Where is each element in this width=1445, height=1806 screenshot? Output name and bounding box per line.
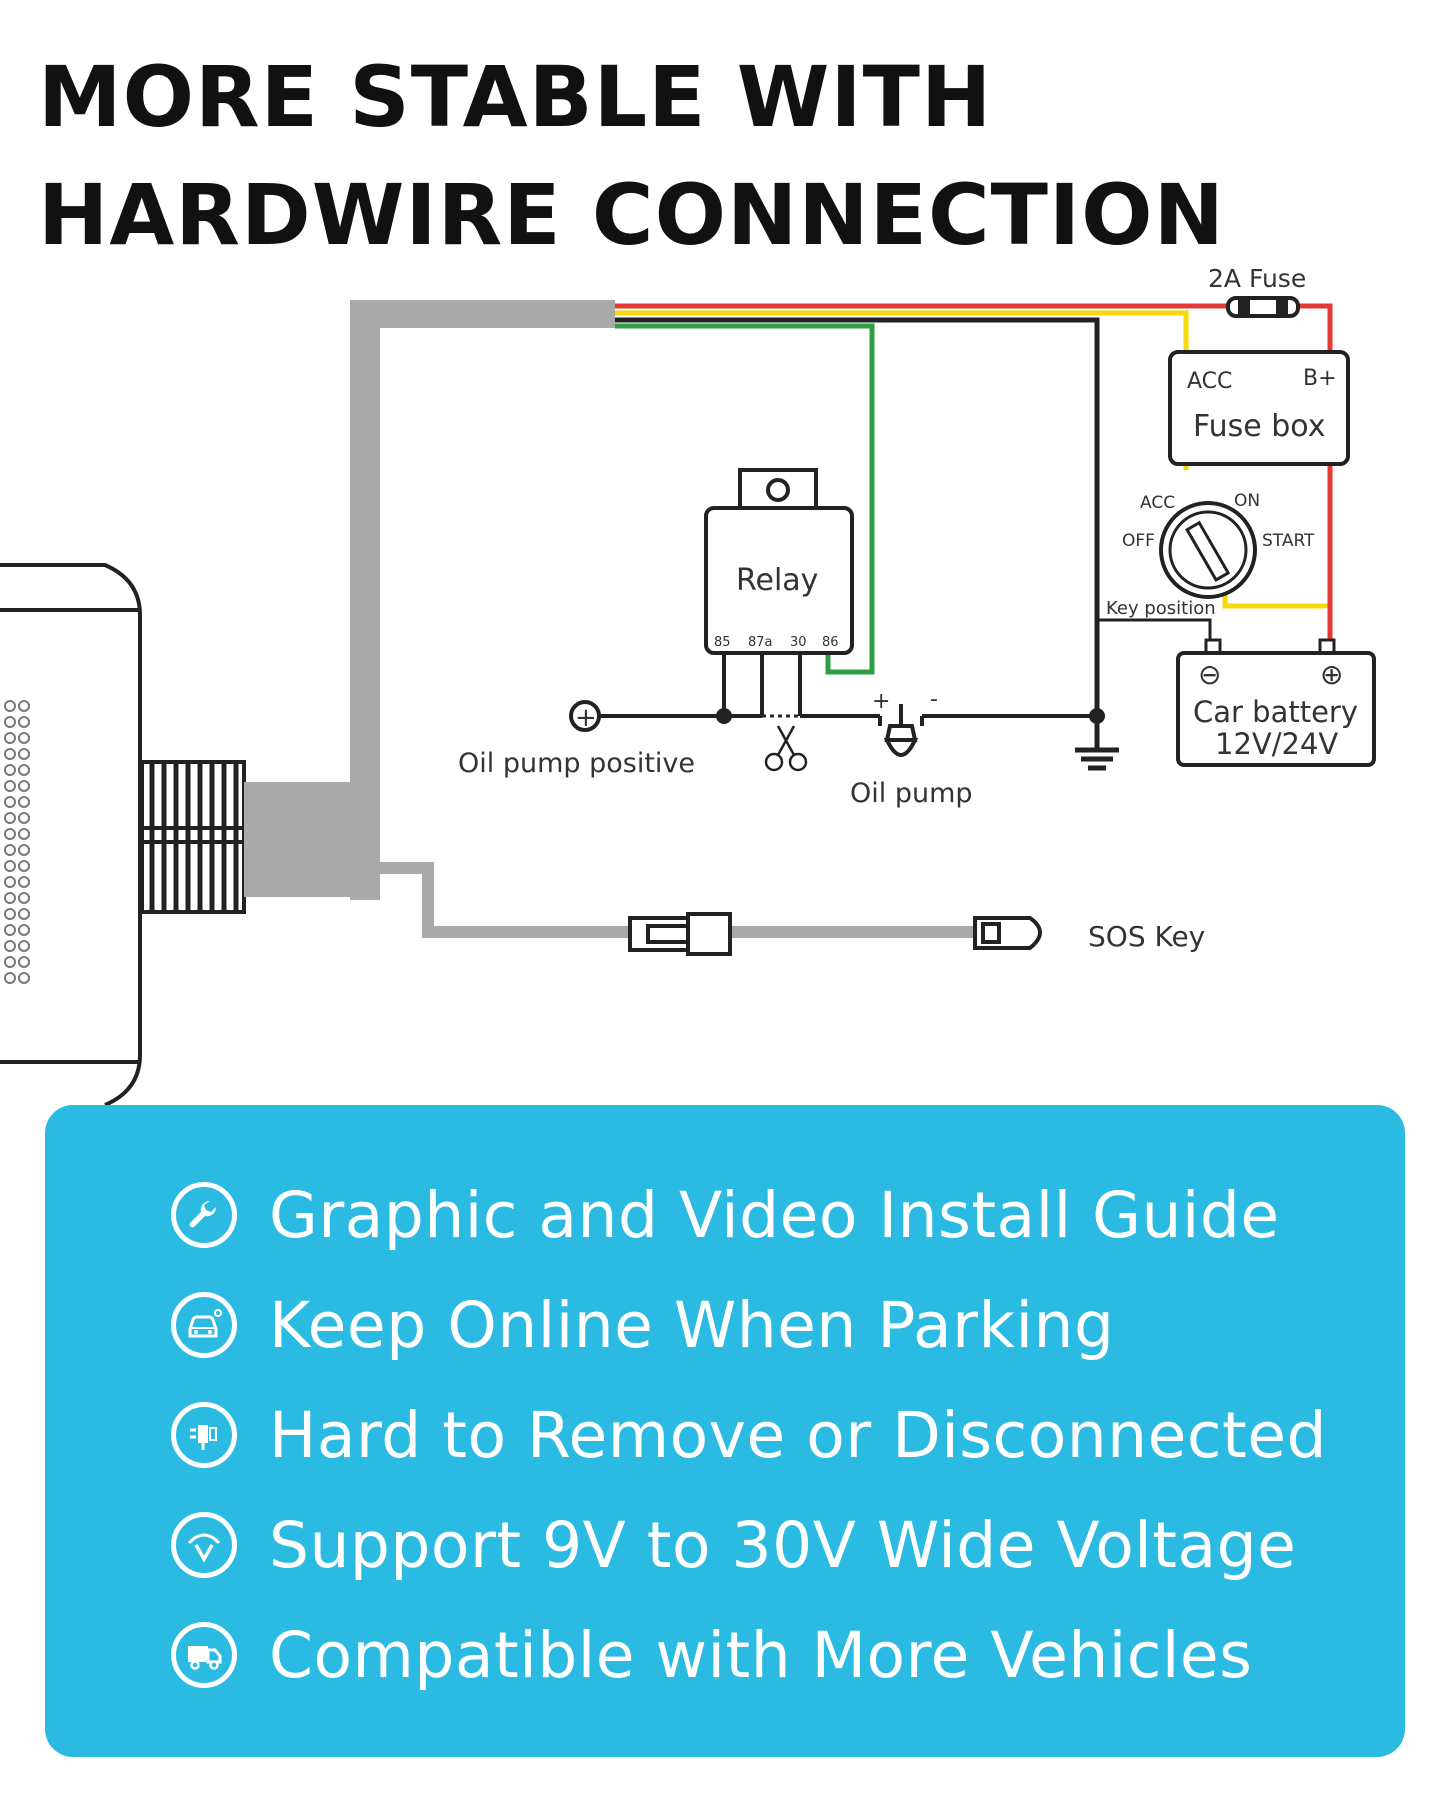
sos-key-label: SOS Key (1088, 920, 1205, 953)
ground-branch (1097, 618, 1212, 640)
fuse-box-title: Fuse box (1193, 409, 1325, 444)
ignition-start: START (1262, 531, 1315, 551)
battery-negative: ⊖ (1198, 658, 1221, 691)
fuse-box (1168, 350, 1350, 466)
ignition-acc: ACC (1140, 493, 1175, 513)
voltage-icon (171, 1512, 237, 1578)
yellow-wire (615, 310, 1189, 470)
wiring-diagram: SOS Key 2A Fuse ACC B+ Fuse box ACC ON O… (0, 264, 1376, 1105)
feature-item: Hard to Remove or Disconnected (171, 1380, 1327, 1490)
feature-text: Graphic and Video Install Guide (269, 1178, 1280, 1252)
relay-pin-30: 30 (790, 635, 807, 650)
ignition-on: ON (1234, 491, 1260, 511)
node-dot (716, 708, 732, 724)
fuse-box-acc: ACC (1187, 369, 1232, 394)
relay-pin-85: 85 (714, 635, 731, 650)
feature-text: Keep Online When Parking (269, 1288, 1115, 1362)
relay-pin-87a: 87a (748, 635, 773, 650)
ground-icon (1075, 735, 1119, 771)
feature-list: Graphic and Video Install Guide Keep Onl… (171, 1160, 1327, 1710)
fuse (1226, 296, 1300, 318)
device-vent-dots (4, 700, 30, 984)
ignition-off: OFF (1122, 531, 1155, 551)
plug-icon (171, 1402, 237, 1468)
truck-icon (171, 1622, 237, 1688)
feature-item: Compatible with More Vehicles (171, 1600, 1327, 1710)
headline-line-1: MORE STABLE WITH (38, 48, 993, 146)
headline-line-2: HARDWIRE CONNECTION (38, 166, 1225, 264)
relay-title: Relay (736, 563, 818, 598)
feature-panel: Graphic and Video Install Guide Keep Onl… (45, 1105, 1405, 1757)
feature-text: Hard to Remove or Disconnected (269, 1398, 1327, 1472)
oil-pump-positive-plus: + (575, 703, 597, 733)
scissors-icon (764, 725, 808, 772)
car-battery (1176, 638, 1376, 767)
headline: MORE STABLE WITH HARDWIRE CONNECTION (38, 38, 1225, 274)
black-wire (615, 317, 1100, 735)
relay-pin-86: 86 (822, 635, 839, 650)
relay (704, 468, 854, 716)
green-wire (615, 323, 875, 675)
node-dot (1089, 708, 1105, 724)
fuse-box-b-plus: B+ (1303, 366, 1337, 391)
key-position-label: Key position (1106, 598, 1216, 619)
oil-pump-minus: - (930, 687, 938, 712)
oil-pump-circuit (600, 714, 1097, 726)
sos-key-button (973, 916, 1042, 950)
sos-connector (628, 912, 732, 956)
main-cable (244, 300, 615, 900)
cable-strain-relief (140, 760, 246, 914)
battery-positive: ⊕ (1320, 658, 1343, 691)
oil-pump-positive-terminal (569, 700, 601, 732)
battery-voltage: 12V/24V (1215, 727, 1338, 761)
car-parking-icon (171, 1292, 237, 1358)
feature-item: Keep Online When Parking (171, 1270, 1327, 1380)
feature-item: Graphic and Video Install Guide (171, 1160, 1327, 1270)
feature-item: Support 9V to 30V Wide Voltage (171, 1490, 1327, 1600)
wrench-icon (171, 1182, 237, 1248)
oil-pump-label: Oil pump (850, 778, 973, 809)
oil-pump-plus: + (872, 689, 890, 714)
ignition-switch (1159, 501, 1257, 599)
gps-device (0, 563, 142, 1105)
feature-text: Compatible with More Vehicles (269, 1618, 1253, 1692)
fuse-label: 2A Fuse (1208, 264, 1306, 293)
oil-pump-symbol (883, 704, 919, 757)
feature-text: Support 9V to 30V Wide Voltage (269, 1508, 1297, 1582)
battery-title: Car battery (1193, 695, 1358, 729)
oil-pump-positive-label: Oil pump positive (458, 748, 695, 779)
